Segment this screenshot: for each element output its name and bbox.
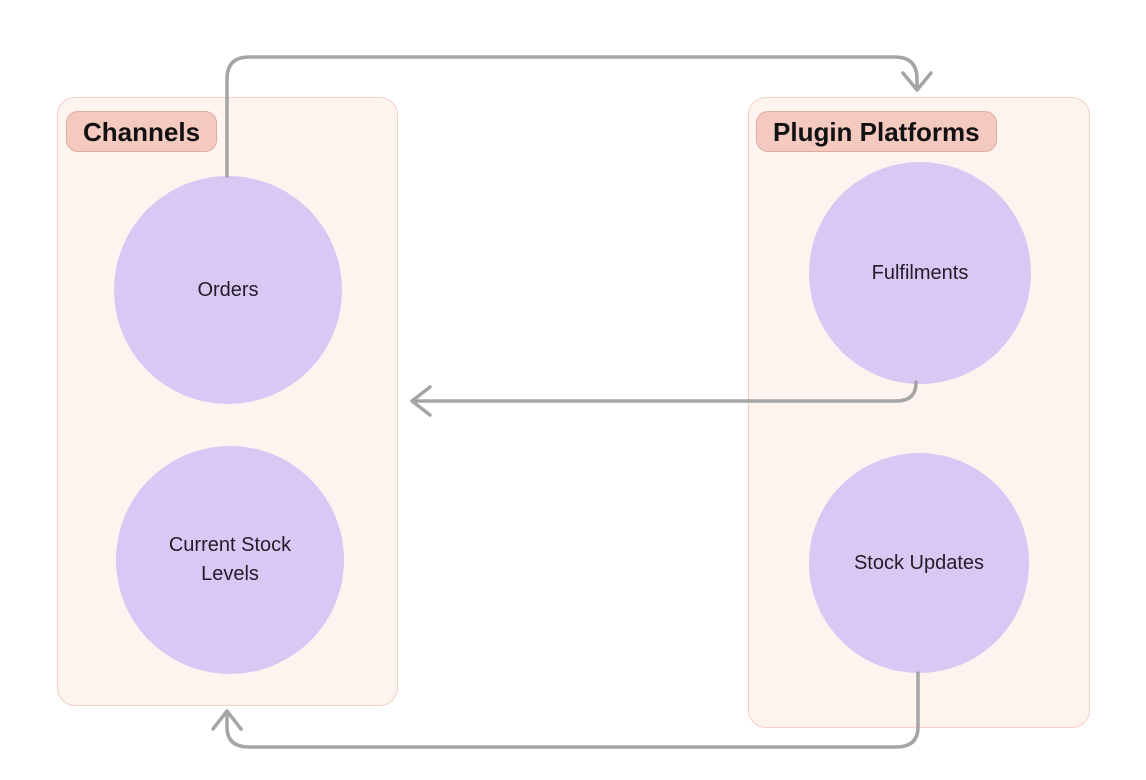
node-orders: Orders	[114, 176, 342, 404]
group-channels: Channels Orders Current Stock Levels	[57, 97, 398, 706]
group-plugin-platforms: Plugin Platforms Fulfilments Stock Updat…	[748, 97, 1090, 728]
arrowhead-up-icon	[211, 709, 243, 731]
node-current-stock-levels-label: Current Stock Levels	[168, 534, 292, 585]
node-fulfilments: Fulfilments	[809, 162, 1031, 384]
node-orders-label: Orders	[197, 278, 259, 301]
node-current-stock-levels: Current Stock Levels	[116, 446, 344, 674]
group-channels-label: Channels	[66, 111, 218, 152]
arrowhead-left-icon	[410, 385, 432, 417]
group-plugin-platforms-label: Plugin Platforms	[756, 111, 997, 152]
node-stock-updates-label: Stock Updates	[853, 551, 985, 574]
arrowhead-down-icon	[901, 71, 933, 92]
node-fulfilments-label: Fulfilments	[871, 261, 969, 284]
node-stock-updates: Stock Updates	[809, 453, 1029, 673]
